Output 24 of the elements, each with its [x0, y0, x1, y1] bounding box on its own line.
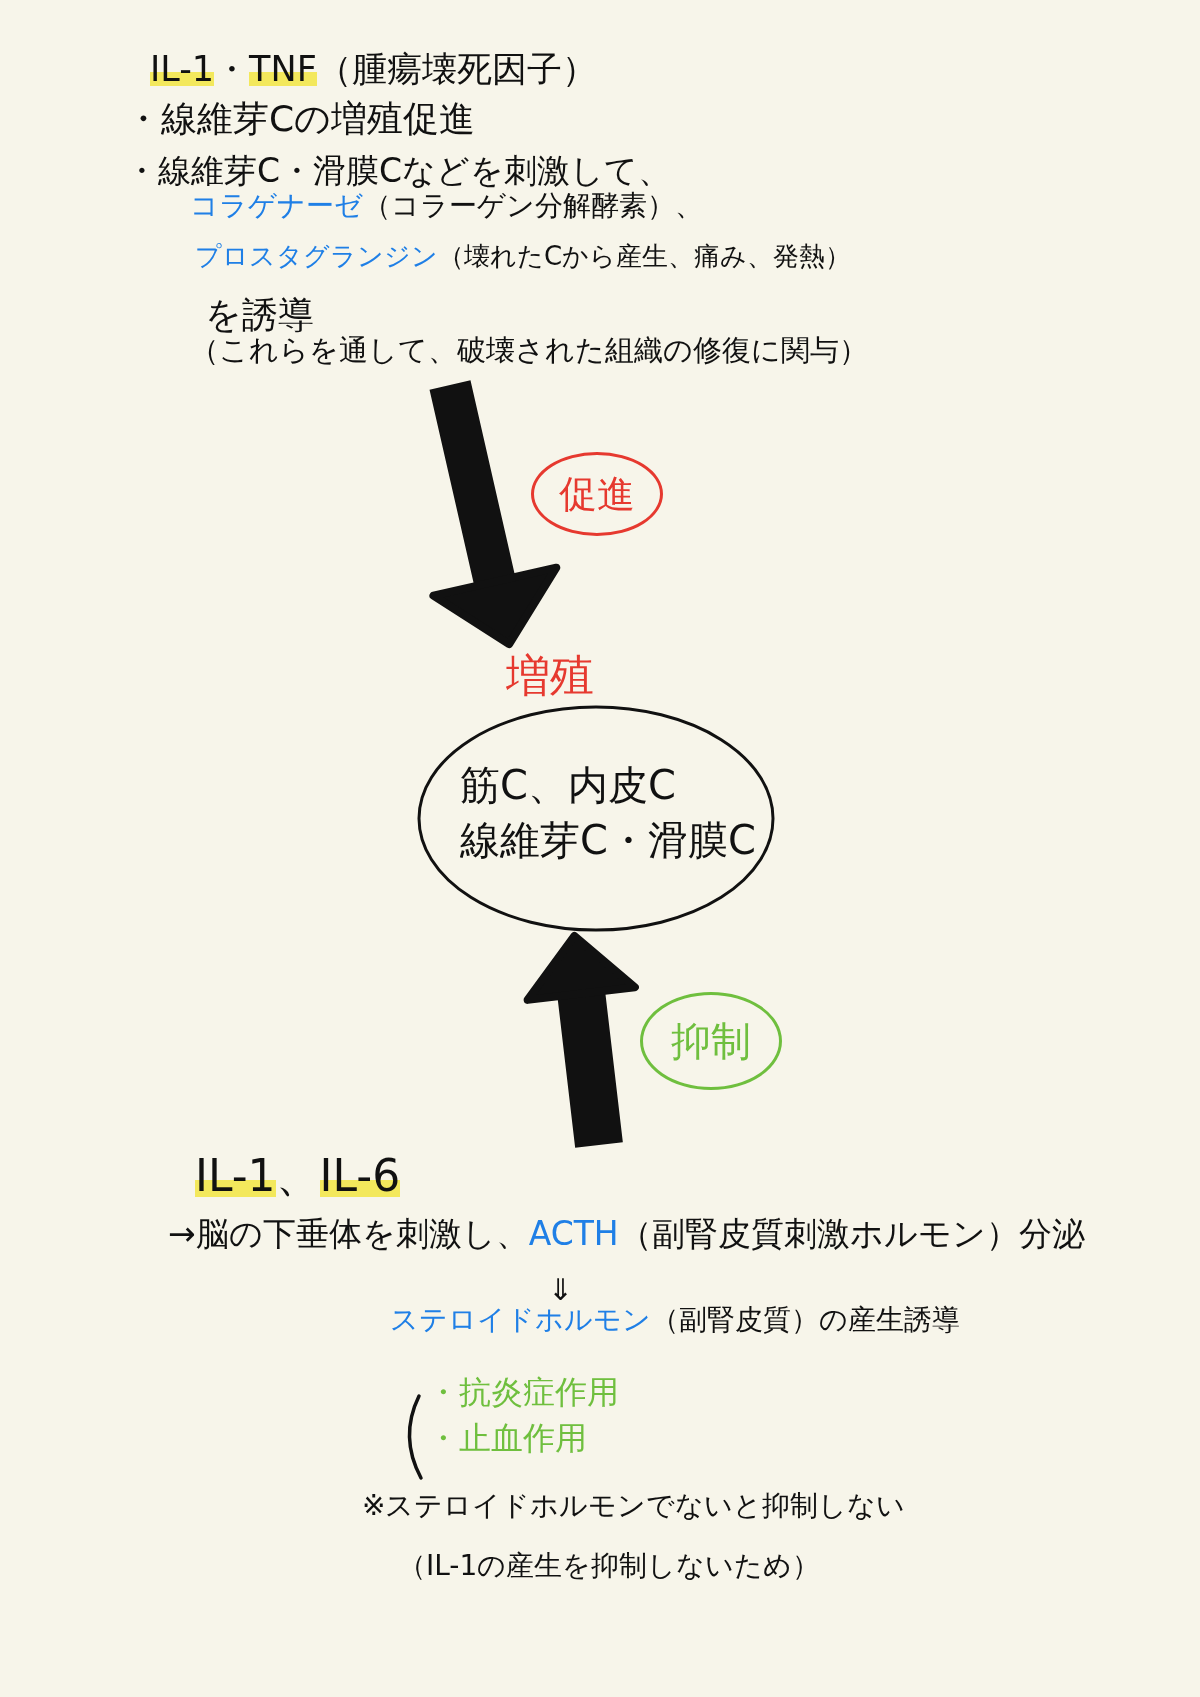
heading-text: 、 — [275, 1150, 320, 1201]
note-text: ※ステロイドホルモンでないと抑制しない — [362, 1488, 906, 1523]
note-text: （壊れたCから産生、痛み、発熱） — [438, 241, 852, 271]
circled-label: 抑制 — [640, 992, 782, 1090]
heading-text: （腫瘍壊死因子） — [316, 49, 597, 89]
bullet-text: ・線維芽C・滑膜Cなどを刺激して、 — [125, 151, 672, 190]
note-text: （これらを通して、破壊された組織の修復に関与） — [190, 333, 868, 367]
cell-list-text: 筋C、内皮C 線維芽C・滑膜C — [460, 761, 757, 865]
note-text: （コラーゲン分解酵素）、 — [363, 189, 703, 222]
bullet-text: ・線維芽Cの増殖促進 — [125, 98, 476, 139]
heading-text: ・ — [214, 49, 250, 89]
body-text: →脳の下垂体を刺激し、 — [168, 1214, 529, 1253]
effect-text: ・止血作用 — [427, 1419, 587, 1457]
effect-text: ・抗炎症作用 — [427, 1373, 619, 1411]
note-text: （IL-1の産生を抑制しないため） — [398, 1548, 821, 1583]
term-text: プロスタグランジン — [195, 241, 438, 271]
body-text: （副腎皮質刺激ホルモン）分泌 — [618, 1214, 1085, 1253]
body-text: （副腎皮質）の産生誘導 — [651, 1303, 960, 1336]
effect-label: 増殖 — [506, 649, 594, 703]
block-arrow — [523, 929, 639, 1148]
circled-label: 促進 — [531, 452, 663, 536]
term-text: ACTH — [528, 1214, 619, 1253]
body-text: を誘導 — [205, 294, 314, 335]
term-text: コラゲナーゼ — [190, 189, 363, 222]
